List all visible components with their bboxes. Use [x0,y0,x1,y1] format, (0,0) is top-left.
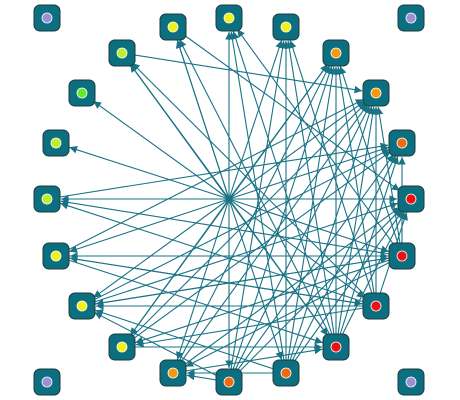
edge-n21-to-n6 [172,26,400,192]
edge-n11-to-n6 [228,208,402,383]
graph-node-n11[interactable] [215,368,243,396]
edge-n14-to-n5 [81,148,390,307]
graph-node-corner-tr[interactable] [397,4,425,32]
graph-node-n21[interactable] [159,13,187,41]
node-status-dot [405,12,417,24]
node-status-dot [396,250,408,262]
node-status-dot [76,300,88,312]
edge-n7-to-n13 [135,255,403,344]
edge-n16-to-n5 [46,142,389,200]
graph-node-n7[interactable] [388,242,416,270]
node-status-dot [41,193,53,205]
graph-node-corner-bl[interactable] [33,368,61,396]
node-status-dot [50,137,62,149]
node-status-dot [396,137,408,149]
edge-n12-to-n6 [172,206,401,374]
graph-node-n1[interactable] [215,4,243,32]
edge-hub-to-n14 [92,198,230,299]
node-status-dot [116,47,128,59]
edge-n7-to-n4 [375,106,403,257]
edge-n10-to-n6 [285,210,404,374]
node-status-dot [280,367,292,379]
edge-n9-to-n5 [335,156,399,348]
graph-node-n2[interactable] [272,13,300,41]
graph-node-n10[interactable] [272,359,300,387]
node-status-dot [330,47,342,59]
graph-node-n16[interactable] [33,185,61,213]
edge-n7-to-n1 [236,29,403,257]
edge-n12-to-n9 [172,346,323,374]
graph-node-n15[interactable] [42,242,70,270]
edge-n15-to-n4 [55,98,364,257]
node-status-dot [370,87,382,99]
edge-hub-to-n15 [69,198,230,253]
node-status-dot [405,193,417,205]
edge-n13-to-n4 [121,102,367,348]
edge-n8-to-n2 [288,40,377,307]
node-status-dot [330,341,342,353]
edge-n9-to-n1 [232,31,337,348]
edge-n8-to-n20 [131,62,377,307]
edge-n10-to-n3 [285,66,337,374]
edge-n9-to-n6 [335,211,406,348]
graph-node-n6[interactable] [397,185,425,213]
edge-n7-to-n3 [339,66,403,257]
graph-node-n4[interactable] [362,79,390,107]
node-status-dot [223,376,235,388]
edge-n20-to-n4 [121,52,363,94]
edge-n9-to-n2 [285,40,337,348]
node-status-dot [223,12,235,24]
edge-hub-to-n2 [228,40,283,200]
edge-n15-to-n9 [55,255,323,344]
node-status-dot [167,21,179,33]
edge-n10-to-n4 [285,106,374,374]
node-status-dot [405,376,417,388]
node-status-dot [280,21,292,33]
graph-node-n18[interactable] [68,79,96,107]
graph-node-n8[interactable] [362,292,390,320]
edge-n9-to-n20 [129,63,337,348]
node-status-dot [41,376,53,388]
graph-node-corner-tl[interactable] [33,4,61,32]
graph-node-corner-br[interactable] [397,368,425,396]
edge-n8-to-n13 [135,305,377,348]
edge-n13-to-n3 [121,63,329,348]
graph-node-n14[interactable] [68,292,96,320]
graph-node-n20[interactable] [108,39,136,67]
node-status-dot [50,250,62,262]
graph-node-n9[interactable] [322,333,350,361]
graph-node-n13[interactable] [108,333,136,361]
edge-n14-to-n6 [81,202,398,307]
graph-node-n17[interactable] [42,129,70,157]
edge-n8-to-n16 [60,202,377,307]
node-status-dot [76,87,88,99]
graph-node-n5[interactable] [388,129,416,157]
edge-n10-to-n14 [95,309,287,374]
edge-hub-to-n17 [69,146,230,200]
node-status-dot [116,341,128,353]
node-status-dot [370,300,382,312]
edge-n15-to-n8 [55,255,363,307]
edge-hub-to-n18 [93,100,230,200]
edge-n7-to-n12 [185,255,403,368]
edge-n9-to-n4 [335,106,377,348]
edge-n14-to-n7 [81,255,389,307]
edges-layer [46,26,408,383]
node-status-dot [41,12,53,24]
graph-node-n3[interactable] [322,39,350,67]
nodes-layer [33,4,425,396]
node-status-dot [167,367,179,379]
graph-node-n12[interactable] [159,359,187,387]
edge-n11-to-n5 [228,154,395,383]
